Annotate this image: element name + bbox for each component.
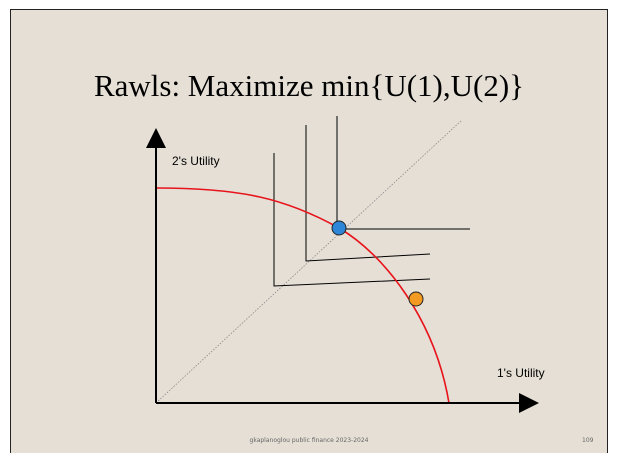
rawlsian-optimum-point (331, 220, 347, 236)
alternative-point (408, 291, 424, 307)
indifference-curve-low (273, 153, 431, 287)
slide-footer: gkaplanoglou public finance 2023-2024 (249, 437, 369, 444)
slide-background (10, 9, 608, 453)
x-axis-label: 1's Utility (497, 366, 545, 380)
indifference-curve-mid (305, 125, 431, 262)
slide-title: Rawls: Maximize min{U(1),U(2)} (93, 68, 525, 103)
page-number: 109 (582, 437, 594, 444)
45-degree-line (155, 119, 463, 404)
utility-possibility-frontier (155, 187, 450, 404)
indifference-curve-high (336, 116, 470, 230)
y-axis-label: 2's Utility (172, 154, 220, 168)
